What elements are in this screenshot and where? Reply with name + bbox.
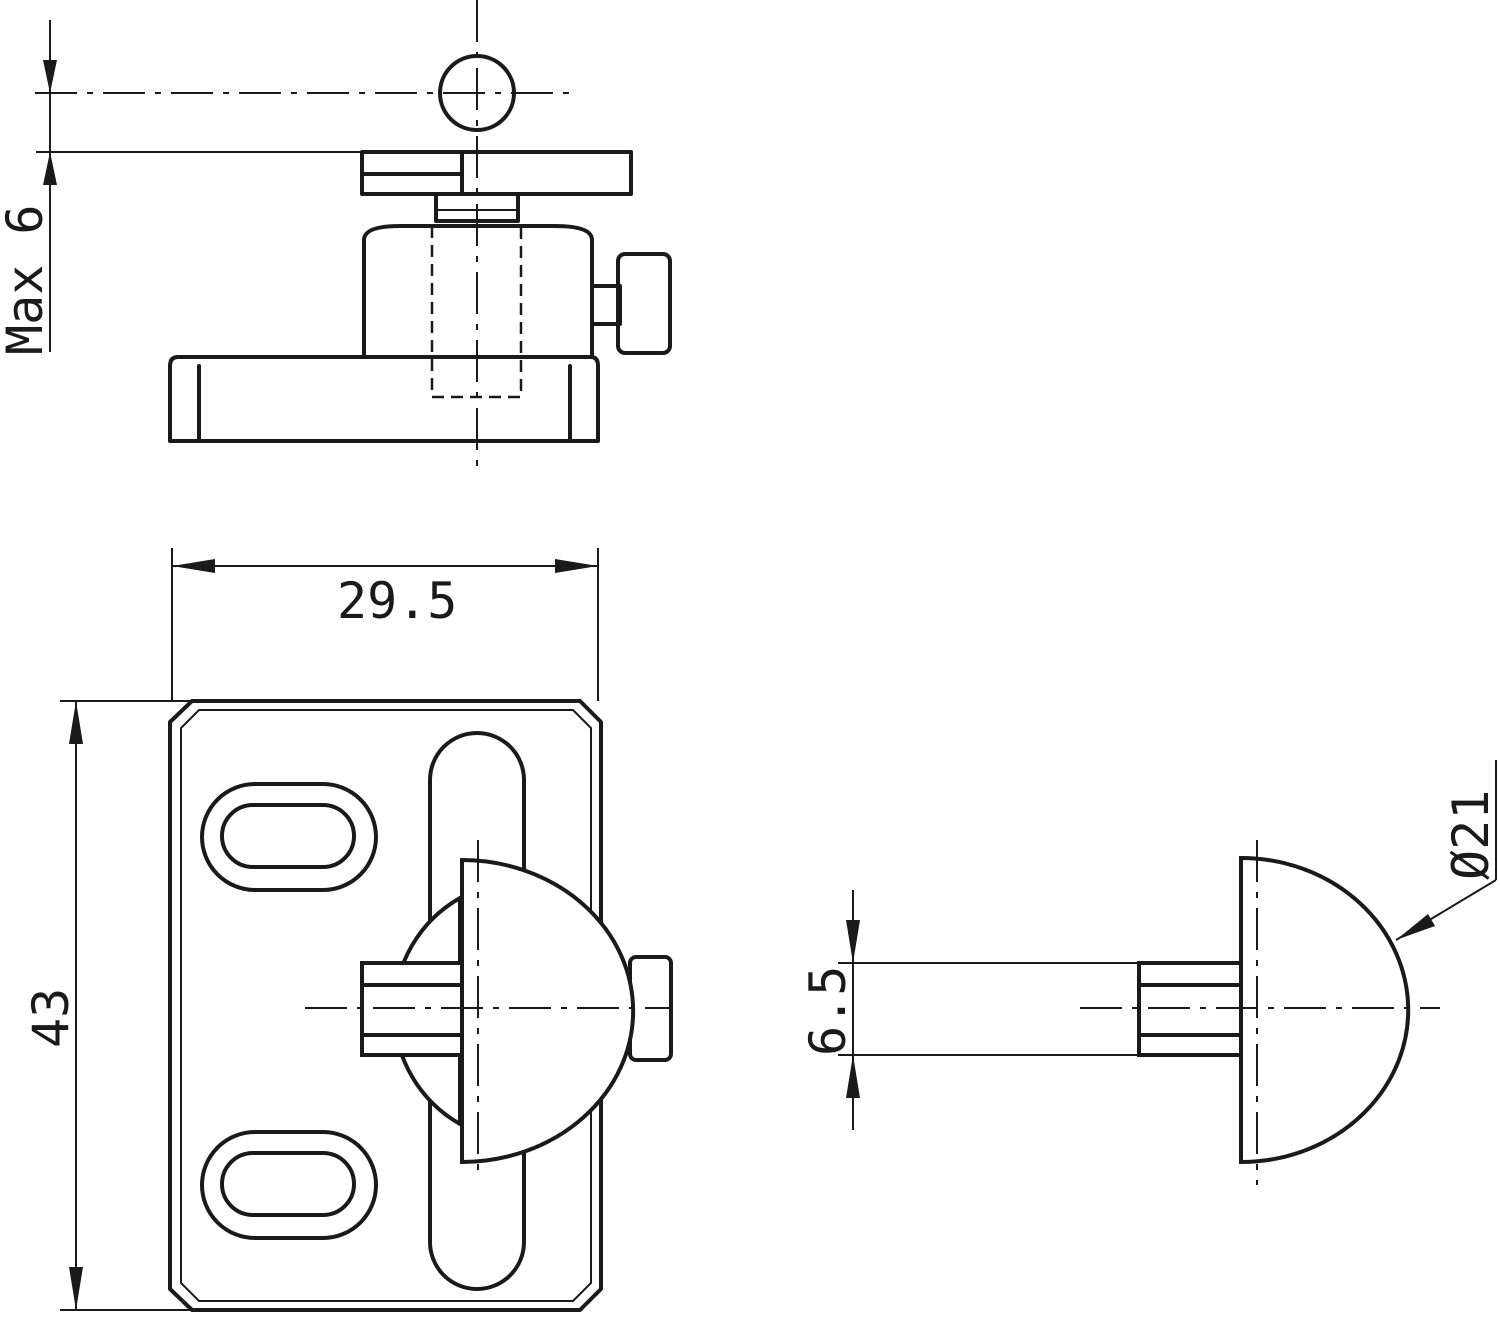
slot-upper-outer [200,782,378,892]
dim-width: 29.5 [337,572,457,630]
side-knob [616,252,672,355]
arrow-diameter [1396,914,1435,940]
side-view: Max 6 [0,0,672,470]
base-plate [168,355,600,443]
slot-upper-inner [220,803,356,869]
arrow-max6-bottom [43,152,57,185]
detail-dome [1239,855,1411,1165]
dome-cap [460,857,636,1165]
dim-diameter: Ø21 [1442,790,1500,880]
dim-max6: Max 6 [0,204,54,355]
arrow-width-left [172,559,215,573]
plate-inner-outline [180,709,592,1302]
arrow-width-right [555,559,598,573]
front-view: 29.5 43 [22,548,673,1312]
dim-height: 43 [22,988,80,1048]
detail-view: 6.5 Ø21 [799,760,1500,1185]
side-knob-shaft [590,284,622,326]
arrow-stem-bottom [846,1055,860,1098]
plate-outline [168,699,603,1312]
arrow-height-top [69,701,83,744]
slot-lower-inner [220,1151,356,1217]
neck [434,192,520,223]
hidden-screw [430,226,523,399]
cylinder-body [362,224,594,359]
slot-lower-outer [200,1130,378,1240]
dim-stem: 6.5 [799,966,857,1056]
arrow-stem-top [846,920,860,963]
arrow-max6-top [43,60,57,93]
arrow-height-bottom [69,1267,83,1310]
